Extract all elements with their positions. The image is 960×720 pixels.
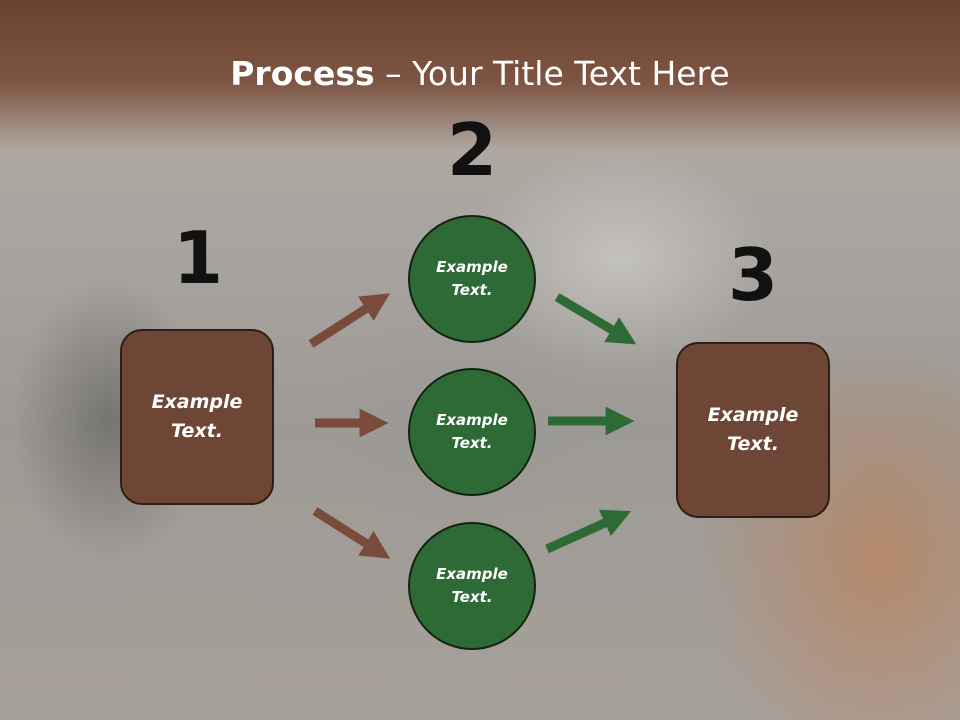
arrow-start-to-top xyxy=(308,293,391,348)
circle-bottom[interactable]: Example Text. xyxy=(408,522,536,650)
end-box-text: Example Text. xyxy=(707,404,799,455)
title-rest: – Your Title Text Here xyxy=(374,54,730,93)
circle-top[interactable]: Example Text. xyxy=(408,215,536,343)
circle-middle[interactable]: Example Text. xyxy=(408,368,536,496)
arrow-bottom-to-end xyxy=(545,509,632,554)
step-number-1: 1 xyxy=(172,216,224,300)
title-bold: Process xyxy=(230,54,375,93)
end-box[interactable]: Example Text. xyxy=(676,342,830,518)
step-number-2: 2 xyxy=(446,108,498,192)
circle-top-text: Example Text. xyxy=(436,258,508,299)
circle-bottom-text: Example Text. xyxy=(436,565,508,606)
arrow-top-to-end xyxy=(554,293,637,345)
slide-title[interactable]: Process – Your Title Text Here xyxy=(0,52,960,96)
start-box[interactable]: Example Text. xyxy=(120,329,274,505)
step-number-3: 3 xyxy=(727,233,779,317)
circle-middle-text: Example Text. xyxy=(436,411,508,452)
title-banner xyxy=(0,0,960,150)
arrow-start-to-bottom xyxy=(312,507,391,559)
start-box-text: Example Text. xyxy=(151,391,243,442)
